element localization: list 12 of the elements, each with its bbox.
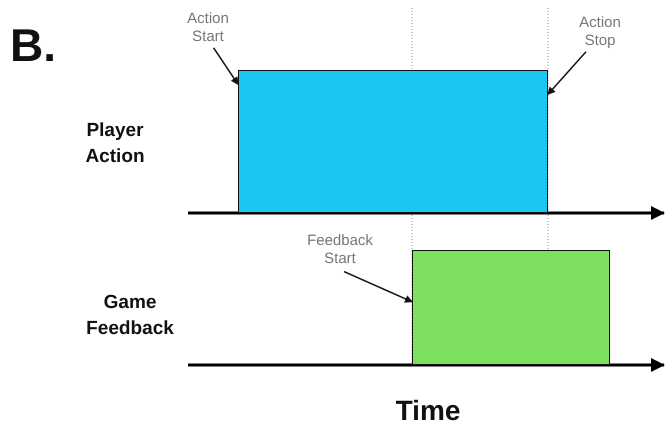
panel-letter: B. [10, 18, 57, 73]
annotation-text: Action Start [180, 10, 236, 46]
leader-arrow [344, 270, 413, 303]
axis-title: Time [394, 394, 462, 428]
leader-arrow [547, 51, 587, 96]
row-label: Player Action [84, 119, 146, 169]
annotation-text: Feedback Start [300, 232, 380, 268]
row-label: Game Feedback [85, 291, 175, 341]
leader-arrow [212, 47, 239, 86]
feedback-bar [412, 250, 610, 365]
annotation-text: Action Stop [572, 14, 628, 50]
action-bar [238, 70, 548, 213]
